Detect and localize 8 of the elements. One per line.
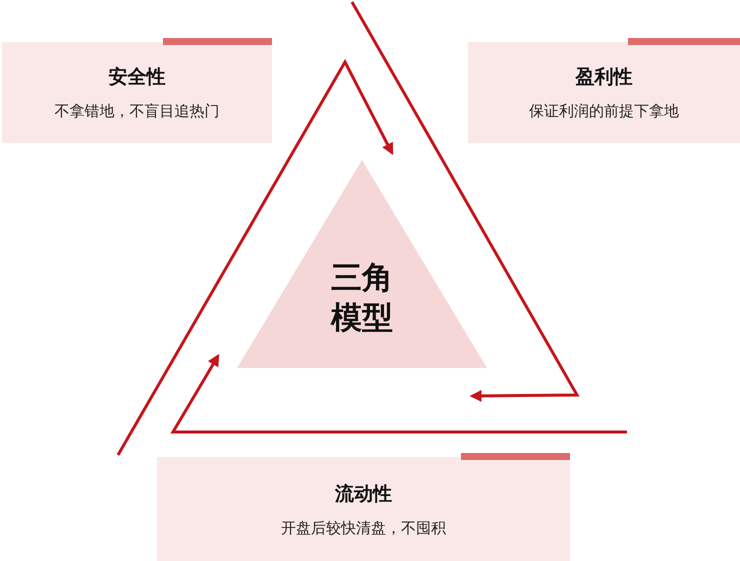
card-description: 开盘后较快清盘，不囤积 <box>281 518 446 538</box>
card-heading: 安全性 <box>108 65 166 90</box>
card-heading: 盈利性 <box>576 65 632 90</box>
card-description: 不拿错地，不盲目追热门 <box>54 102 220 121</box>
center-label: 三角模型 <box>330 259 394 338</box>
card-description: 保证利润的前提下拿地 <box>529 102 679 121</box>
center-triangle <box>237 160 487 368</box>
card-heading: 流动性 <box>335 482 392 506</box>
